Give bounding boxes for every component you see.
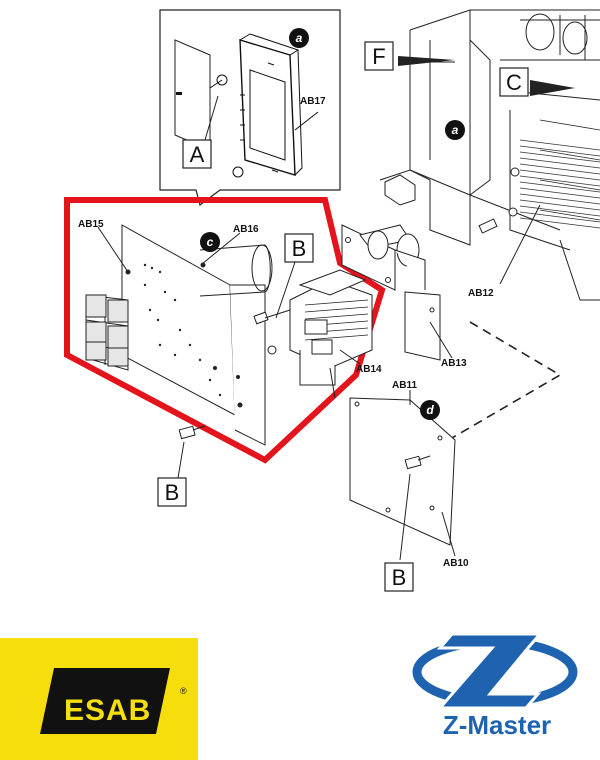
callout-ab16: AB16 xyxy=(233,224,259,235)
callout-ab17: AB17 xyxy=(300,96,326,107)
machine-screws xyxy=(384,167,520,234)
heatsink-fins xyxy=(519,139,600,229)
callout-ab12: AB12 xyxy=(468,288,494,299)
callout-ab15: AB15 xyxy=(78,219,104,230)
svg-text:c: c xyxy=(207,235,214,249)
bubble-a-top: a xyxy=(289,28,309,48)
zmaster-logo-mark xyxy=(412,632,578,710)
svg-text:d: d xyxy=(426,403,434,417)
machine-frame xyxy=(379,9,600,301)
svg-text:B: B xyxy=(392,565,407,590)
svg-text:a: a xyxy=(296,31,303,45)
boxed-label-a: A xyxy=(182,139,212,169)
boxed-label-b-bottom: B xyxy=(384,562,414,592)
boxed-label-b-left: B xyxy=(157,477,187,507)
inset-detail-box xyxy=(159,9,341,207)
svg-text:F: F xyxy=(372,44,385,69)
svg-text:A: A xyxy=(190,142,205,167)
svg-text:B: B xyxy=(165,480,180,505)
bubble-a-right: a xyxy=(445,120,465,140)
zmaster-logo: Z-Master xyxy=(400,628,590,758)
arrow-c xyxy=(530,80,575,96)
ab14-component xyxy=(267,269,373,399)
exploded-parts-diagram: A B B B C F a a c d AB17 AB15 AB16 AB14 … xyxy=(64,9,600,592)
ab10-cover xyxy=(349,397,456,546)
callout-ab11: AB11 xyxy=(392,380,417,391)
boxed-label-f: F xyxy=(364,41,394,71)
esab-logo: ESAB ® xyxy=(0,638,198,760)
zmaster-logo-text: Z-Master xyxy=(442,710,552,740)
svg-text:B: B xyxy=(292,236,307,261)
ab15-board-dots xyxy=(125,262,243,408)
boxed-label-b-upper: B xyxy=(284,233,314,263)
callout-ab10: AB10 xyxy=(443,558,469,569)
callout-ab13: AB13 xyxy=(441,358,467,369)
callout-ab14: AB14 xyxy=(356,364,382,375)
bubble-c: c xyxy=(200,232,220,252)
ab13-bracket xyxy=(341,224,441,361)
svg-text:a: a xyxy=(452,123,459,137)
boxed-label-c: C xyxy=(499,67,529,97)
registered-mark: ® xyxy=(180,686,187,696)
svg-text:C: C xyxy=(506,70,522,95)
bubble-d: d xyxy=(420,400,440,420)
esab-logo-text: ESAB xyxy=(64,694,152,727)
arrow-f xyxy=(398,56,455,66)
screws-left xyxy=(178,309,291,440)
esab-logo-mark xyxy=(40,668,170,734)
dashed-guide xyxy=(439,321,562,446)
